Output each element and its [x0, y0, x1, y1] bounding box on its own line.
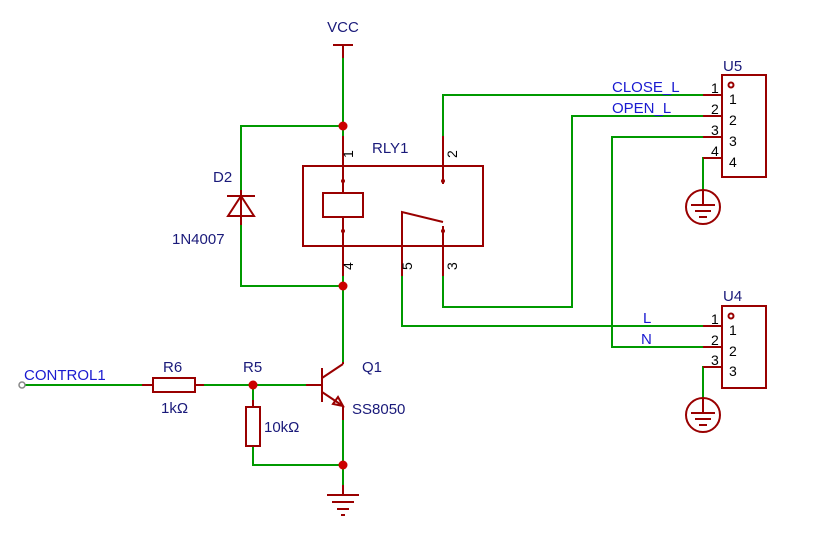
u5-pin1-marker — [727, 81, 735, 89]
wire-r5-to-ground-node — [252, 445, 344, 466]
resistor-r5: R5 10kΩ — [243, 359, 299, 447]
ground-u4 — [685, 397, 721, 433]
transistor-collector-lead — [321, 363, 344, 379]
relay-coil — [322, 192, 364, 218]
u5-outer-pin-4: 4 — [711, 143, 719, 159]
u5-inner-pin-2: 2 — [729, 112, 737, 128]
junctions — [248, 121, 348, 470]
u5-ref: U5 — [723, 58, 742, 75]
diode-ref: D2 — [213, 169, 232, 186]
u5-inner-pin-4: 4 — [729, 154, 737, 170]
wire-u5-pin4-ground — [702, 157, 723, 191]
wire-u4-pin3-ground — [702, 366, 723, 399]
wire-diode-bottom — [240, 224, 344, 287]
u4-outer-pin-3: 3 — [711, 352, 719, 368]
wire-l — [401, 245, 723, 327]
transistor-emitter-lead — [321, 391, 344, 407]
relay-rly1: RLY1 1 2 4 5 3 — [302, 136, 484, 276]
diode-triangle — [226, 194, 256, 217]
ground-main — [327, 485, 359, 516]
wire-n — [611, 136, 723, 348]
u5-outer-pin-1: 1 — [711, 80, 719, 96]
r6-body — [152, 377, 196, 393]
junction-vcc-diode — [338, 121, 348, 131]
connector-u4: U4 1 2 3 1 2 3 L N — [641, 288, 767, 389]
wire-diode-top — [240, 125, 344, 191]
relay-pin-2: 2 — [444, 150, 460, 158]
diode-d2: D2 1N4007 — [172, 169, 256, 248]
relay-body — [302, 165, 484, 247]
control-net-label: CONTROL1 — [24, 367, 106, 384]
junction-relay-diode — [338, 281, 348, 291]
u4-inner-pin-2: 2 — [729, 343, 737, 359]
r5-body — [245, 406, 261, 447]
junction-base — [248, 380, 258, 390]
junction-ground — [338, 460, 348, 470]
resistor-r6: R6 1kΩ — [142, 359, 204, 417]
relay-pin-1: 1 — [340, 150, 356, 158]
control-net[interactable]: CONTROL1 — [18, 367, 106, 389]
control-port-icon[interactable] — [18, 381, 26, 389]
u4-pin1-marker — [727, 312, 735, 320]
u4-ref: U4 — [723, 288, 742, 305]
wires — [21, 57, 723, 493]
transistor-value: SS8050 — [352, 401, 405, 418]
wire-close-l — [442, 94, 723, 167]
r6-value: 1kΩ — [161, 400, 188, 417]
net-n: N — [641, 331, 652, 348]
u4-inner-pin-1: 1 — [729, 322, 737, 338]
u5-inner-pin-3: 3 — [729, 133, 737, 149]
net-close-l: CLOSE_L — [612, 79, 680, 96]
relay-pin-5: 5 — [399, 262, 415, 270]
transistor-q1: Q1 SS8050 — [306, 359, 405, 420]
u4-outer-pin-1: 1 — [711, 311, 719, 327]
r5-value: 10kΩ — [264, 419, 299, 436]
transistor-emitter-arrow — [331, 395, 345, 408]
transistor-ref: Q1 — [362, 359, 382, 376]
u5-inner-pin-1: 1 — [729, 91, 737, 107]
u5-outer-pin-2: 2 — [711, 101, 719, 117]
vcc-label: VCC — [327, 19, 359, 36]
ground-u5 — [685, 189, 721, 225]
u4-inner-pin-3: 3 — [729, 363, 737, 379]
connector-u5: U5 1 2 3 4 1 2 3 4 CLOSE_L OPEN_L — [612, 58, 767, 178]
net-l: L — [643, 310, 651, 327]
u4-outer-pin-2: 2 — [711, 332, 719, 348]
u5-body — [721, 74, 767, 178]
r6-ref: R6 — [163, 359, 182, 376]
wire-open-l — [442, 115, 723, 308]
relay-pin-3: 3 — [444, 262, 460, 270]
u5-outer-pin-3: 3 — [711, 122, 719, 138]
net-open-l: OPEN_L — [612, 100, 671, 117]
r5-ref: R5 — [243, 359, 262, 376]
vcc-symbol: VCC — [327, 19, 359, 58]
diode-value: 1N4007 — [172, 231, 225, 248]
relay-ref: RLY1 — [372, 140, 408, 157]
relay-pin-4: 4 — [340, 262, 356, 270]
